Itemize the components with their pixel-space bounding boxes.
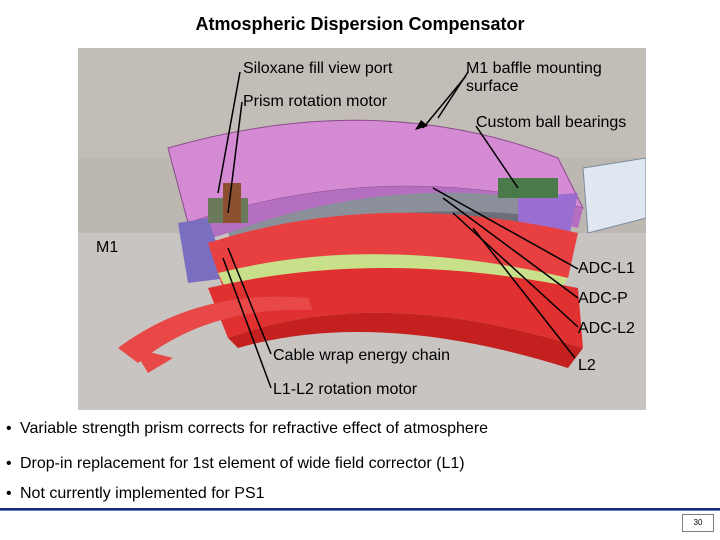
bullet-text: Variable strength prism corrects for ref…: [20, 420, 489, 437]
bullet-item: •Drop-in replacement for 1st element of …: [6, 455, 465, 472]
label-adc-l1: ADC-L1: [578, 260, 635, 277]
bullet-text: Not currently implemented for PS1: [20, 485, 265, 502]
page-number: 30: [682, 514, 714, 532]
label-prism-rotation-motor: Prism rotation motor: [243, 93, 388, 110]
adc-cad-drawing: [78, 48, 646, 410]
label-m1: M1: [96, 239, 119, 256]
label-cable-wrap-energy-chain: Cable wrap energy chain: [273, 347, 450, 364]
label-m1-baffle-mounting-surface: M1 baffle mounting surface: [466, 60, 602, 95]
bullet-item: •Variable strength prism corrects for re…: [6, 420, 489, 437]
adc-cad-figure: [78, 48, 646, 410]
label-siloxane-fill-view-port: Siloxane fill view port: [243, 60, 393, 77]
slide-title: Atmospheric Dispersion Compensator: [195, 14, 525, 34]
label-custom-ball-bearings: Custom ball bearings: [476, 114, 627, 131]
footer-divider: [0, 508, 720, 514]
label-l2: L2: [578, 357, 596, 374]
label-adc-l2: ADC-L2: [578, 320, 635, 337]
bullet-text: Drop-in replacement for 1st element of w…: [20, 455, 465, 472]
label-l1-l2-rotation-motor: L1-L2 rotation motor: [273, 381, 418, 398]
label-adc-p: ADC-P: [578, 290, 628, 307]
bullet-item: •Not currently implemented for PS1: [6, 485, 265, 502]
